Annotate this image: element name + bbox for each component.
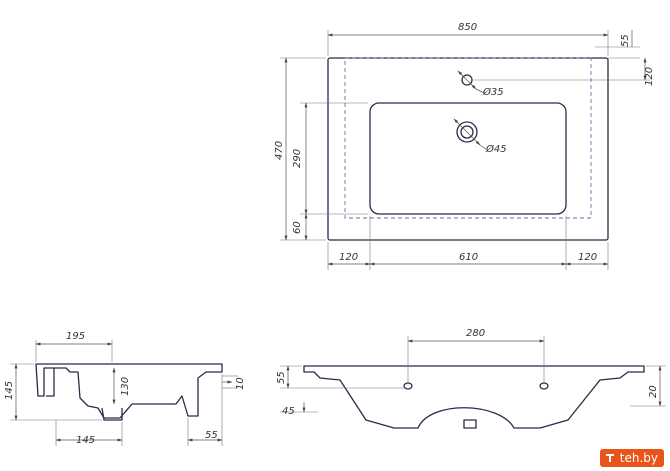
rear-depth-label: 55 — [205, 430, 218, 441]
side-bottom-width-label: 145 — [76, 435, 95, 446]
side-profile — [35, 363, 223, 419]
bracket-hole-right — [539, 382, 549, 390]
overall-width-label: 850 — [458, 22, 477, 33]
drain-diameter-label: Ø45 — [485, 143, 507, 155]
bracket-hole-left — [403, 382, 413, 390]
front-margin-label: 60 — [292, 221, 303, 234]
overall-depth-label: 470 — [274, 141, 285, 160]
bracket-offset-label: 45 — [282, 406, 295, 417]
top-offset-label: 55 — [620, 34, 631, 47]
bowl-width-label: 610 — [459, 252, 478, 263]
side-height-label: 145 — [4, 381, 15, 400]
bracket-height-label: 55 — [276, 371, 287, 384]
front-view: 280 55 45 20 — [276, 328, 666, 429]
bracket-spacing-label: 280 — [466, 328, 485, 339]
side-top-width-label: 195 — [66, 331, 85, 342]
watermark-badge: teh.by — [599, 449, 664, 467]
right-margin-label: 120 — [578, 252, 597, 263]
bowl-depth-label: 290 — [292, 149, 303, 168]
lip-thickness-label: 10 — [235, 377, 246, 390]
left-margin-label: 120 — [339, 252, 358, 263]
bowl-outline — [369, 102, 567, 215]
side-view: 195 145 130 10 145 55 — [4, 331, 246, 446]
top-view: Ø35 Ø45 850 55 120 470 290 60 — [274, 22, 655, 270]
front-profile — [303, 365, 645, 429]
watermark-text: teh.by — [619, 451, 658, 465]
tap-hole-diameter-label: Ø35 — [482, 86, 504, 98]
logo-icon — [605, 454, 614, 462]
hidden-inner-contour — [344, 57, 592, 219]
side-bowl-height-label: 130 — [120, 377, 131, 396]
tap-offset-label: 120 — [644, 67, 655, 86]
rim-height-label: 20 — [648, 385, 659, 398]
